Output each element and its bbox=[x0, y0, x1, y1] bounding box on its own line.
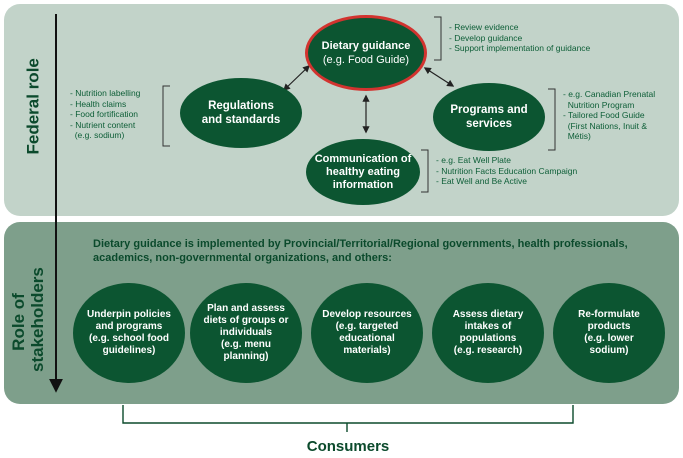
circle-line: Re-formulate bbox=[578, 309, 640, 320]
communication-line2: healthy eating bbox=[326, 165, 400, 178]
federal-role-label: Federal role bbox=[23, 58, 43, 155]
circle-line: guidelines) bbox=[102, 345, 156, 356]
circle-line: sodium) bbox=[589, 345, 629, 356]
circle-line: (e.g. lower bbox=[584, 333, 634, 344]
note-line: Nutrition Program bbox=[563, 99, 635, 110]
communication-line1: Communication of bbox=[314, 152, 412, 165]
stakeholders-intro-text: Dietary guidance is implemented by Provi… bbox=[93, 238, 628, 264]
dietary-guidance-oval: Dietary guidance (e.g. Food Guide) bbox=[305, 15, 427, 91]
circle-line: materials) bbox=[343, 345, 391, 356]
circle-line: Plan and assess bbox=[207, 303, 285, 314]
note-line: - Nutrition Facts Education Campaign bbox=[436, 165, 578, 176]
dietary-guidance-sub: (e.g. Food Guide) bbox=[322, 54, 410, 66]
stakeholder-circle-reformulate: Re-formulate products (e.g. lower sodium… bbox=[553, 283, 665, 383]
circle-line: products bbox=[587, 321, 631, 332]
note-line: - Develop guidance bbox=[449, 32, 523, 43]
regulations-notes: - Nutrition labelling - Health claims - … bbox=[70, 88, 140, 141]
bracket-dietary-notes bbox=[434, 16, 442, 61]
stakeholder-circle-plan-assess: Plan and assess diets of groups or indiv… bbox=[190, 283, 302, 383]
circle-line: populations bbox=[459, 333, 517, 344]
programs-line1: Programs and bbox=[450, 104, 528, 116]
note-line: - e.g. Eat Well Plate bbox=[436, 155, 511, 165]
circle-line: intakes of bbox=[464, 321, 512, 332]
circle-line: (e.g. targeted bbox=[335, 321, 399, 332]
arrow-dietary-programs bbox=[423, 67, 455, 87]
regulations-line2: and standards bbox=[201, 114, 281, 126]
circle-line: planning) bbox=[223, 351, 269, 362]
circle-line: and programs bbox=[95, 321, 163, 332]
bracket-regulations-notes bbox=[162, 85, 170, 147]
stakeholders-role-label: Role of stakeholders bbox=[9, 267, 47, 372]
communication-line3: information bbox=[332, 178, 394, 191]
stakeholder-circle-intakes: Assess dietary intakes of populations (e… bbox=[432, 283, 544, 383]
regulations-oval: Regulations and standards bbox=[180, 78, 302, 148]
note-line: (First Nations, Inuit & bbox=[563, 120, 648, 131]
arrow-dietary-regulations bbox=[282, 65, 311, 91]
stakeholders-label-line1: Role of bbox=[9, 293, 28, 351]
circle-line: (e.g. menu bbox=[220, 339, 271, 350]
note-line: - Tailored Food Guide bbox=[563, 110, 645, 120]
circle-line: (e.g. research) bbox=[453, 345, 523, 356]
communication-oval: Communication of healthy eating informat… bbox=[306, 139, 420, 205]
regulations-line1: Regulations bbox=[208, 100, 274, 112]
note-line: Métis) bbox=[563, 131, 591, 141]
consumers-label: Consumers bbox=[306, 438, 390, 455]
stakeholder-circle-policies: Underpin policies and programs (e.g. sch… bbox=[73, 283, 185, 383]
note-line: - Food fortification bbox=[70, 109, 139, 119]
bracket-communication-notes bbox=[421, 149, 429, 193]
programs-notes: - e.g. Canadian Prenatal Nutrition Progr… bbox=[563, 89, 655, 142]
note-line: - Eat Well and Be Active bbox=[436, 176, 528, 186]
programs-oval: Programs and services bbox=[433, 83, 545, 151]
dietary-guidance-title: Dietary guidance bbox=[321, 40, 411, 52]
consumers-bracket bbox=[122, 405, 574, 432]
circle-line: Develop resources bbox=[322, 309, 412, 320]
circle-line: (e.g. school food bbox=[89, 333, 169, 344]
circle-line: educational bbox=[339, 333, 395, 344]
note-line: - Nutrient content bbox=[70, 119, 136, 130]
note-line: - Review evidence bbox=[449, 22, 519, 32]
stakeholder-circle-resources: Develop resources (e.g. targeted educati… bbox=[311, 283, 423, 383]
note-line: - Health claims bbox=[70, 98, 127, 109]
circle-line: diets of groups or bbox=[203, 315, 289, 326]
note-line: (e.g. sodium) bbox=[70, 130, 125, 140]
circle-line: Assess dietary bbox=[452, 309, 524, 320]
circle-line: Underpin policies bbox=[87, 309, 171, 320]
note-line: - Nutrition labelling bbox=[70, 88, 141, 98]
communication-notes: - e.g. Eat Well Plate - Nutrition Facts … bbox=[436, 155, 577, 187]
programs-line2: services bbox=[465, 118, 513, 130]
note-line: - Support implementation of guidance bbox=[449, 43, 591, 53]
stakeholders-label-line2: stakeholders bbox=[28, 267, 47, 372]
note-line: - e.g. Canadian Prenatal bbox=[563, 89, 656, 99]
bracket-programs-notes bbox=[548, 88, 556, 151]
circle-line: individuals bbox=[219, 327, 273, 338]
dietary-guidance-notes: - Review evidence - Develop guidance - S… bbox=[449, 22, 590, 54]
